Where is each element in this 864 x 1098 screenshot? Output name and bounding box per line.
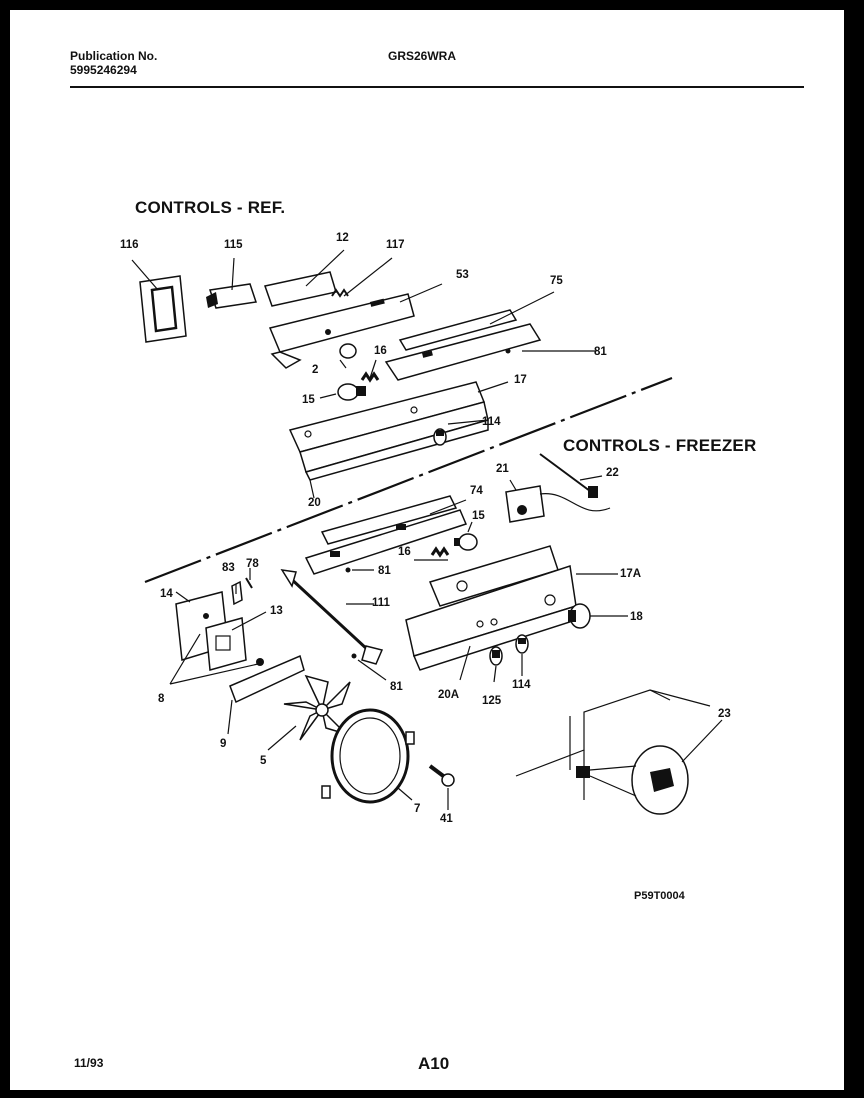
callout-16-a: 16 xyxy=(374,345,387,357)
leader-lines xyxy=(131,249,723,810)
callout-116: 116 xyxy=(120,239,139,251)
part-114-knob-b xyxy=(515,634,529,654)
callout-21: 21 xyxy=(496,463,509,475)
callout-5: 5 xyxy=(260,755,267,767)
callout-16-b: 16 xyxy=(398,546,411,558)
section-title-ref: CONTROLS - REF. xyxy=(135,198,286,217)
revision-date: 11/93 xyxy=(74,1056,104,1070)
part-75-cover xyxy=(384,309,542,381)
part-21-thermostat xyxy=(505,485,611,523)
part-15-bulb-a xyxy=(337,383,366,401)
part-53-control-housing xyxy=(268,293,415,369)
callout-20: 20 xyxy=(308,497,321,509)
part-9-bracket xyxy=(229,654,305,704)
header-rule xyxy=(70,86,804,88)
parts-diagram-sheet: Publication No. 5995246294 GRS26WRA CONT… xyxy=(10,10,844,1090)
part-22-sensor-tip xyxy=(588,486,598,498)
part-41-screw xyxy=(428,764,455,787)
callout-8: 8 xyxy=(158,693,165,705)
part-116-lens-frame xyxy=(139,275,187,343)
part-114-knob-a xyxy=(433,428,447,446)
part-83-clip xyxy=(231,580,243,606)
callout-83: 83 xyxy=(222,562,235,574)
callout-23: 23 xyxy=(718,708,731,720)
part-15-bulb-b xyxy=(454,533,478,551)
callout-41: 41 xyxy=(440,813,453,825)
exploded-view-drawing: 116 115 12 117 53 75 81 2 16 15 17 114 2… xyxy=(120,232,731,825)
publication-number: 5995246294 xyxy=(70,63,137,77)
part-8-grommet xyxy=(256,658,264,666)
callout-17a: 17A xyxy=(620,568,641,580)
callout-2: 2 xyxy=(312,364,318,376)
part-23-inset-view xyxy=(515,689,711,815)
section-title-freezer: CONTROLS - FREEZER xyxy=(563,436,757,455)
part-16-socket-b xyxy=(430,546,450,558)
model-number: GRS26WRA xyxy=(388,49,457,63)
part-74-freezer-cover xyxy=(304,495,468,575)
callout-labels: 116 115 12 117 53 75 81 2 16 15 17 114 2… xyxy=(120,232,731,825)
callout-53: 53 xyxy=(456,269,469,281)
drawing-code: P59T0004 xyxy=(634,890,685,902)
publication-label: Publication No. xyxy=(70,49,158,63)
callout-12: 12 xyxy=(336,232,349,244)
callout-9: 9 xyxy=(220,738,226,750)
callout-15-b: 15 xyxy=(472,510,485,522)
part-17-control-panel xyxy=(288,381,489,481)
callout-18: 18 xyxy=(630,611,643,623)
part-111-wire-harness xyxy=(280,569,384,665)
part-78-pin xyxy=(245,577,253,589)
part-115-switch xyxy=(206,283,257,309)
callout-17: 17 xyxy=(514,374,527,386)
part-117-spring xyxy=(331,288,349,298)
callout-13: 13 xyxy=(270,605,283,617)
callout-115: 115 xyxy=(224,239,243,251)
part-81-screw-a xyxy=(505,348,511,354)
part-7-fan-shroud xyxy=(321,708,415,804)
callout-81-a: 81 xyxy=(594,346,607,358)
callout-15-a: 15 xyxy=(302,394,315,406)
callout-75: 75 xyxy=(550,275,563,287)
callout-20a: 20A xyxy=(438,689,459,701)
callout-74: 74 xyxy=(470,485,483,497)
callout-81-c: 81 xyxy=(390,681,403,693)
part-12-bracket xyxy=(264,271,337,307)
callout-7: 7 xyxy=(414,803,420,815)
callout-22: 22 xyxy=(606,467,619,479)
part-2-knob xyxy=(339,343,357,359)
part-81-screw-c xyxy=(351,653,357,659)
part-81-screw-b xyxy=(345,567,351,573)
part-16-socket-a xyxy=(360,371,380,383)
page-number: A10 xyxy=(418,1054,450,1073)
callout-114-b: 114 xyxy=(512,679,531,691)
group-divider-line xyxy=(144,376,673,584)
callout-111: 111 xyxy=(372,597,391,609)
callout-117: 117 xyxy=(386,239,405,251)
callout-78: 78 xyxy=(246,558,259,570)
part-125-thumbwheel xyxy=(489,646,503,666)
part-13-fan-motor xyxy=(205,617,247,671)
callout-114-a: 114 xyxy=(482,416,501,428)
callout-125: 125 xyxy=(482,695,502,707)
part-22-sensor-tube xyxy=(539,453,595,495)
callout-81-b: 81 xyxy=(378,565,391,577)
callout-14: 14 xyxy=(160,588,173,600)
